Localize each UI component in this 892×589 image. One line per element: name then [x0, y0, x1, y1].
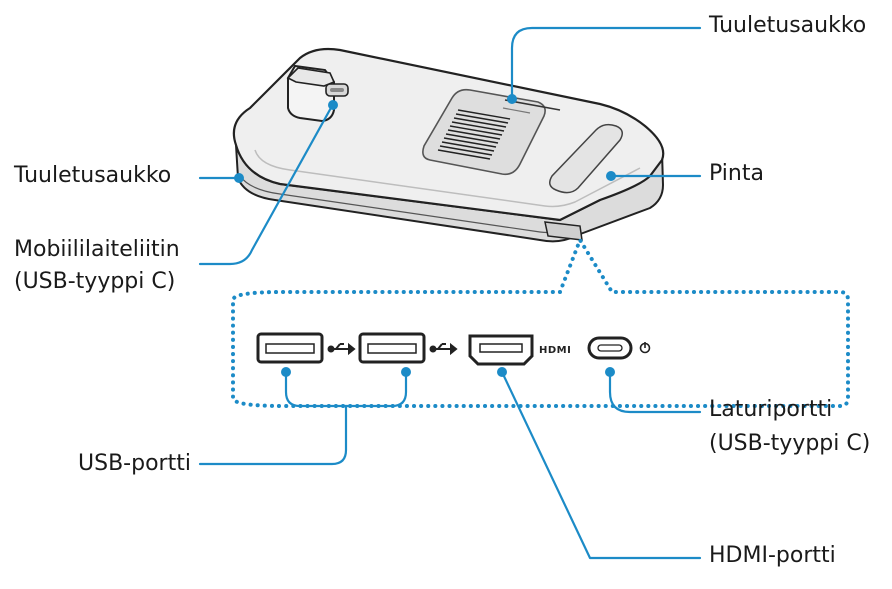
leader-mobile-connector — [198, 104, 334, 266]
label-usb-port: USB-portti — [78, 451, 191, 476]
leader-usb-bracket — [284, 370, 408, 408]
mobile-connector — [286, 64, 349, 123]
charger-port — [587, 336, 633, 360]
vent-grill — [437, 109, 511, 160]
usb-symbol-1 — [327, 342, 356, 356]
usb-port-1 — [256, 332, 324, 364]
label-vent-left: Tuuletusaukko — [14, 163, 172, 188]
leader-vent-top — [510, 26, 702, 100]
power-icon — [639, 342, 651, 354]
label-mobile-connector-line2: (USB-tyyppi C) — [14, 269, 176, 294]
usb-symbol-2 — [429, 342, 458, 356]
leader-dots — [234, 94, 616, 377]
hdmi-port — [468, 334, 534, 366]
surface-pad-right — [549, 123, 623, 194]
leader-lines — [198, 26, 702, 560]
label-vent-top: Tuuletusaukko — [709, 13, 867, 38]
dock-body — [232, 47, 665, 243]
label-charger-port-line2: (USB-tyyppi C) — [709, 431, 871, 456]
usb-port-2 — [358, 332, 426, 364]
leader-usb-port — [198, 404, 348, 466]
port-panel-frame — [231, 235, 850, 408]
leader-hdmi-port — [500, 370, 702, 560]
hdmi-logo: HDMI — [539, 345, 571, 356]
label-charger-port-line1: Laturiportti — [709, 397, 833, 422]
leader-charger-port — [608, 370, 702, 414]
label-hdmi-port: HDMI-portti — [709, 543, 836, 568]
label-surface: Pinta — [709, 161, 764, 186]
label-mobile-connector-line1: Mobiililaiteliitin — [14, 237, 180, 262]
